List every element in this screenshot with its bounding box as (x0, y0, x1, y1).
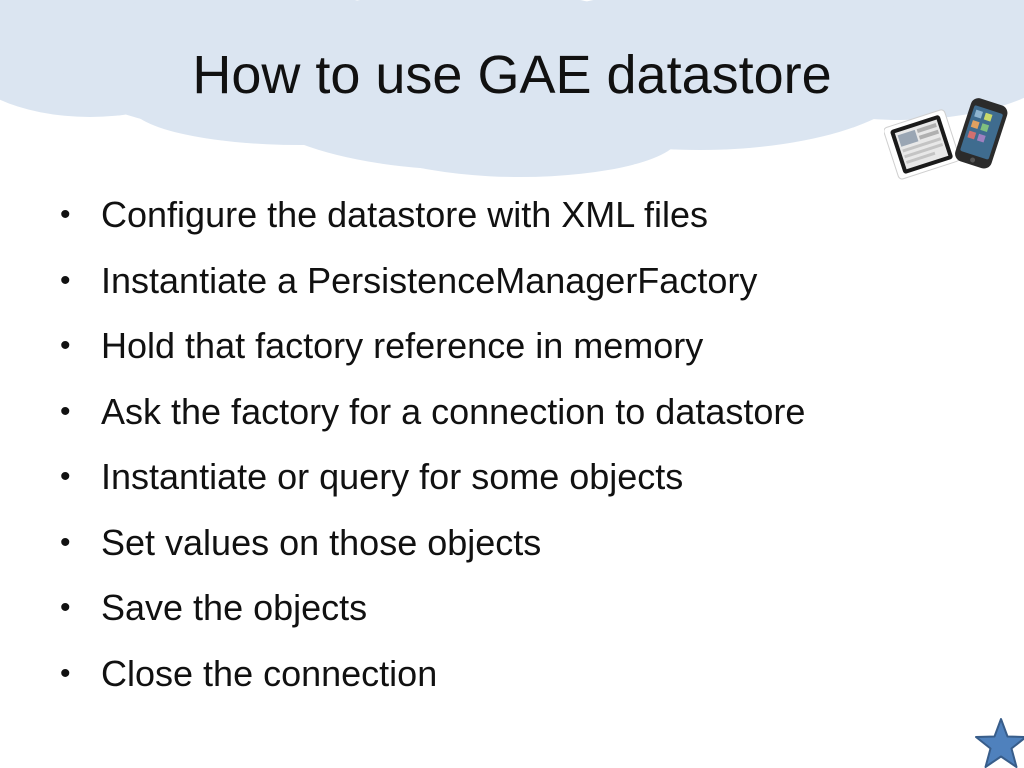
bullet-text: Configure the datastore with XML files (101, 194, 708, 235)
bullet-text: Instantiate or query for some objects (101, 456, 684, 497)
bullet-marker: • (60, 329, 71, 362)
bullet-marker: • (60, 460, 71, 493)
bullet-text: Instantiate a PersistenceManagerFactory (101, 259, 758, 301)
bullet-item: • Instantiate or query for some objects (60, 444, 1000, 510)
bullet-marker: • (60, 263, 71, 297)
bullet-item: • Hold that factory reference in memory (60, 313, 1000, 379)
bullet-item: • Ask the factory for a connection to dat… (60, 379, 1000, 445)
bullet-item: • Close the connection (60, 641, 1000, 707)
bullet-marker: • (60, 591, 71, 624)
bullet-marker: • (60, 525, 71, 559)
bullet-item: • Instantiate a PersistenceManagerFactory (60, 248, 1000, 314)
title-cloud-shape (0, 0, 1024, 177)
bullet-item: • Configure the datastore with XML files (60, 182, 1000, 248)
bullet-text: Hold that factory reference in memory (101, 325, 704, 366)
bullet-text: Ask the factory for a connection to data… (101, 390, 806, 432)
bullet-item: • Set values on those objects (60, 510, 1000, 576)
bullet-item: • Save the objects (60, 575, 1000, 641)
bullet-marker: • (60, 198, 71, 231)
bullet-text: Close the connection (101, 652, 438, 694)
bullet-text: Set values on those objects (101, 521, 542, 563)
bullet-list: •Configure the datastore with XML files … (60, 182, 1000, 706)
slide-title: How to use GAE datastore (192, 45, 832, 105)
bullet-marker: • (60, 394, 71, 428)
tablet-and-phone-icon (884, 98, 1008, 180)
star-icon (975, 718, 1024, 768)
bullet-text: Save the objects (101, 587, 368, 628)
bullet-marker: • (60, 656, 71, 690)
